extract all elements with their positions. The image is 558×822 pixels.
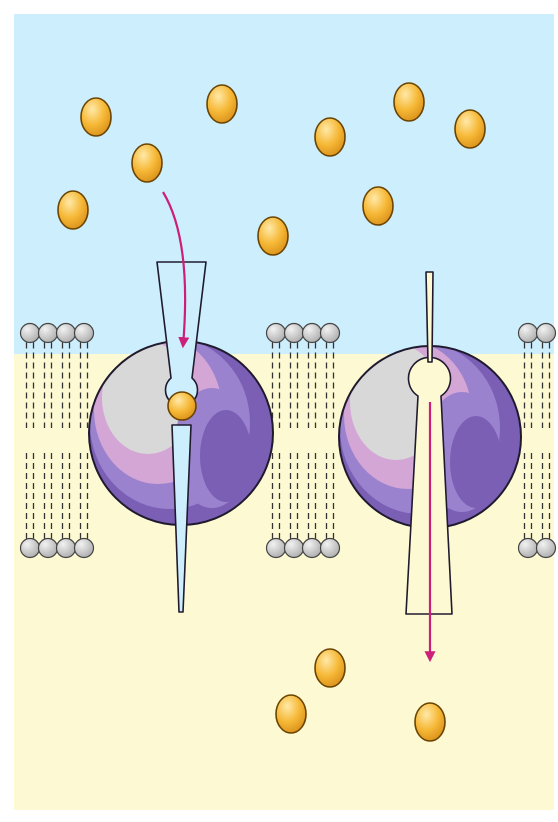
solute-outside [258, 217, 288, 255]
lipid-head [321, 539, 340, 558]
solute-inside [315, 649, 345, 687]
solute-inside [276, 695, 306, 733]
protein2-right-dark [450, 416, 502, 508]
lipid-head [285, 539, 304, 558]
lipid-head [537, 539, 556, 558]
lipid-head [303, 539, 322, 558]
bound-solute [168, 392, 196, 420]
solute-outside [132, 144, 162, 182]
lipid-head [39, 539, 58, 558]
lipid-head [267, 324, 286, 343]
lipid-head [21, 324, 40, 343]
solute-outside [363, 187, 393, 225]
solute-outside [207, 85, 237, 123]
lipid-head [267, 539, 286, 558]
lipid-head [519, 539, 538, 558]
solute-outside [394, 83, 424, 121]
lipid-head [537, 324, 556, 343]
lipid-head [285, 324, 304, 343]
extracellular-region [14, 14, 554, 354]
lipid-head [75, 539, 94, 558]
lipid-head [39, 324, 58, 343]
lipid-head [57, 539, 76, 558]
lipid-head [519, 324, 538, 343]
solute-outside [58, 191, 88, 229]
lipid-head [321, 324, 340, 343]
protein2-upper-slit [426, 272, 433, 362]
protein1-right-dark [200, 410, 252, 502]
solute-outside [315, 118, 345, 156]
lipid-head [303, 324, 322, 343]
solute-outside [455, 110, 485, 148]
lipid-head [75, 324, 94, 343]
solute-inside [415, 703, 445, 741]
lipid-head [57, 324, 76, 343]
lipid-head [21, 539, 40, 558]
solute-outside [81, 98, 111, 136]
